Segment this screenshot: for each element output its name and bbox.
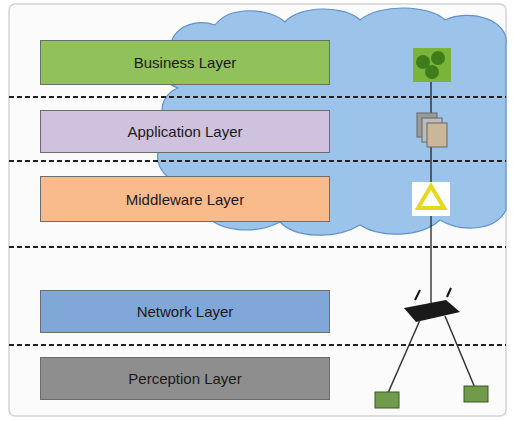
layer-label: Business Layer [134,54,237,71]
router-icon [388,288,475,393]
recycle-icon [412,182,450,216]
documents-icon [417,113,447,147]
perception-layer-box: Perception Layer [40,357,330,400]
money-icon [413,48,451,82]
layer-label: Network Layer [137,303,234,320]
layer-label: Perception Layer [128,370,241,387]
frame [9,4,506,416]
business-layer-box: Business Layer [40,40,330,85]
layer-label: Middleware Layer [126,191,244,208]
layer-label: Application Layer [127,123,242,140]
middleware-layer-box: Middleware Layer [40,176,330,222]
sensor-chips [375,386,488,408]
network-layer-box: Network Layer [40,290,330,333]
application-layer-box: Application Layer [40,110,330,153]
